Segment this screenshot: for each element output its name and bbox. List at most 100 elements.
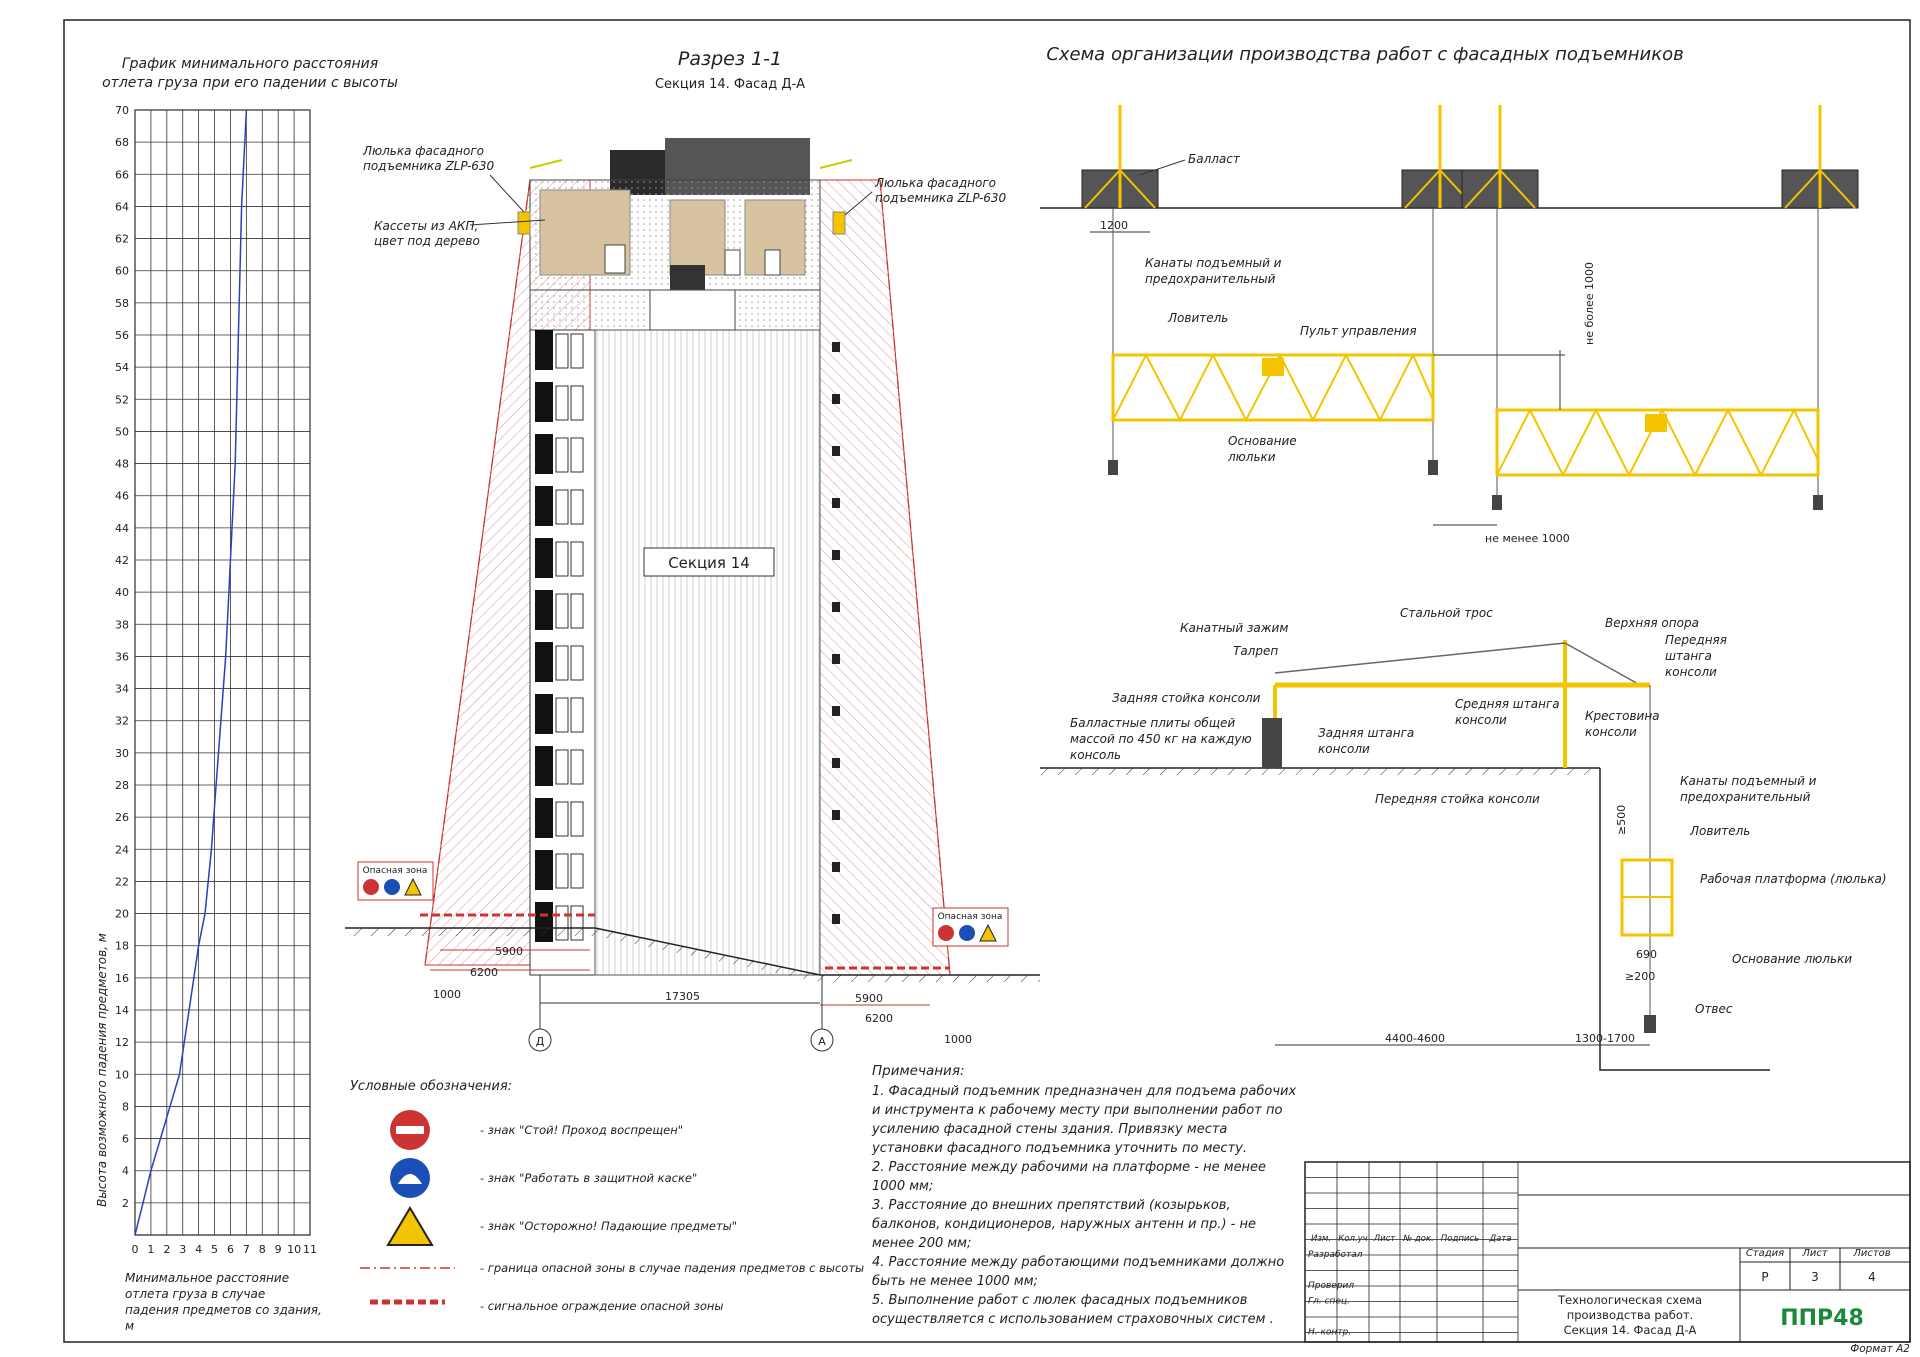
dim-min1000: не менее 1000 — [1485, 532, 1570, 545]
balcony-left — [535, 746, 553, 786]
clamp-label: Канатный зажим — [1180, 621, 1288, 635]
balcony-left — [535, 382, 553, 422]
helmet-sign-icon — [959, 925, 975, 941]
chart-y-tick: 2 — [122, 1197, 129, 1210]
control-panel-icon — [1645, 414, 1667, 432]
balcony-right — [832, 446, 840, 456]
stamp-grid — [1304, 1161, 1910, 1342]
helmet-sign-icon — [384, 879, 400, 895]
cradle-left-line-2: подъемника ZLP-630 — [363, 159, 495, 173]
window-left — [555, 333, 569, 369]
stamp-header: Кол.уч — [1338, 1234, 1367, 1244]
balcony-left — [535, 850, 553, 890]
section-label-box — [643, 547, 775, 577]
ropes-line-2: предохранительный — [1145, 272, 1276, 286]
catcher-label: Ловитель — [1167, 311, 1228, 325]
section-label: Секция 14 — [668, 554, 750, 572]
chart-x-tick: 6 — [227, 1243, 234, 1256]
danger-sign-left-label: Опасная зона — [363, 866, 428, 876]
stamp-stage-header: Стадия — [1746, 1248, 1784, 1259]
plumb-weight — [1644, 1015, 1656, 1033]
lift-layout-scheme: Схема организации производства работ с ф… — [1040, 44, 1859, 545]
legend-title: Условные обозначения: — [350, 1079, 512, 1094]
balcony-left — [535, 538, 553, 578]
rear-rod-line-2: консоли — [1318, 742, 1370, 756]
facade-cladding — [594, 329, 821, 976]
cassettes-line-1: Кассеты из АКП, — [374, 219, 478, 233]
window-left — [570, 385, 584, 421]
base-line-2: люльки — [1227, 450, 1276, 464]
chart-y-tick: 48 — [115, 458, 129, 471]
stamp-header: Дата — [1488, 1234, 1511, 1244]
cradle-left-icon — [517, 211, 531, 235]
balcony-right — [832, 394, 840, 404]
chart-y-tick: 46 — [115, 490, 129, 503]
balcony-left — [535, 694, 553, 734]
console-roof-hatch — [1040, 768, 1600, 775]
stamp-header: Изм. — [1311, 1234, 1331, 1244]
console-ropes-line-1: Канаты подъемный и — [1680, 774, 1817, 788]
chart-y-tick: 38 — [115, 618, 129, 631]
stamp-row-label: Гл. спец. — [1308, 1297, 1350, 1307]
chart-x-tick: 4 — [195, 1243, 202, 1256]
steel-cable — [1274, 642, 1566, 674]
chart-y-tick: 16 — [115, 972, 129, 985]
axis-d-label: Д — [536, 1035, 545, 1048]
window-left — [555, 541, 569, 577]
note-line: осуществляется с использованием страхово… — [872, 1312, 1274, 1327]
chart-x-label-line-3: падения предметов со здания, — [125, 1303, 322, 1317]
turnbuckle-label: Талреп — [1233, 644, 1278, 658]
cradle-platform-2 — [1492, 208, 1823, 510]
ballast-plates — [1262, 718, 1282, 768]
balcony-right — [832, 654, 840, 664]
ballast-plates-line-3: консоль — [1070, 748, 1121, 762]
note-line: 4. Расстояние между работающими подъемни… — [872, 1255, 1284, 1270]
front-rod-line-3: консоли — [1665, 665, 1717, 679]
roof-ballasts — [1081, 105, 1859, 209]
notes-lines: 1. Фасадный подъемник предназначен для п… — [871, 1084, 1296, 1327]
chart-y-tick: 58 — [115, 297, 129, 310]
balcony-left — [535, 486, 553, 526]
danger-zone-sign-left: Опасная зона — [357, 861, 434, 901]
cross-line-1: Крестовина — [1585, 709, 1660, 723]
console-brace — [1404, 169, 1441, 209]
chart-title-line-1: График минимального расстояния — [122, 56, 378, 72]
chart-y-tick: 30 — [115, 747, 129, 760]
console-brace — [1464, 169, 1501, 209]
dim-1200: 1200 — [1100, 219, 1128, 232]
chart-y-tick: 42 — [115, 554, 129, 567]
ballast-plates-line-1: Балластные плиты общей — [1070, 716, 1235, 730]
chart-grid — [134, 109, 311, 1236]
rear-rod-line-1: Задняя штанга — [1318, 726, 1414, 740]
console-ropes-line-2: предохранительный — [1680, 790, 1811, 804]
chart-y-tick: 28 — [115, 779, 129, 792]
top-support-label: Верхняя опора — [1605, 616, 1699, 630]
notes-title: Примечания: — [872, 1063, 965, 1079]
dim-5900-right: 5900 — [855, 992, 883, 1005]
chart-y-tick: 32 — [115, 715, 129, 728]
chart-y-tick: 12 — [115, 1036, 129, 1049]
mid-rod-line-1: Средняя штанга — [1455, 697, 1560, 711]
stamp-doc-title-2: производства работ. — [1567, 1308, 1694, 1322]
stamp-doc-title-1: Технологическая схема — [1557, 1293, 1702, 1307]
chart-y-tick: 24 — [115, 843, 129, 856]
stamp-row-label: Н. контр. — [1308, 1328, 1351, 1338]
danger-zone-sign-right: Опасная зона — [932, 907, 1009, 947]
stamp-doc-title-3: Секция 14. Фасад Д-А — [1564, 1323, 1697, 1337]
chart-x-label-line-2: отлета груза в случае — [125, 1287, 265, 1301]
dim-4400: 4400-4600 — [1385, 1032, 1445, 1045]
chart-y-tick: 64 — [115, 200, 129, 213]
note-line: 5. Выполнение работ с люлек фасадных под… — [872, 1293, 1247, 1308]
axis-a-label: А — [818, 1035, 826, 1048]
front-rod-line-2: штанга — [1665, 649, 1712, 663]
chart-y-tick: 54 — [115, 361, 129, 374]
window-top-2 — [724, 249, 741, 276]
dim-max1000: не более 1000 — [1583, 262, 1596, 345]
chart-y-tick: 50 — [115, 425, 129, 438]
balcony-left — [535, 434, 553, 474]
steel-cable-front — [1564, 642, 1641, 686]
chart-x-tick: 9 — [275, 1243, 282, 1256]
danger-boundary-right — [879, 179, 951, 976]
window-left — [555, 593, 569, 629]
